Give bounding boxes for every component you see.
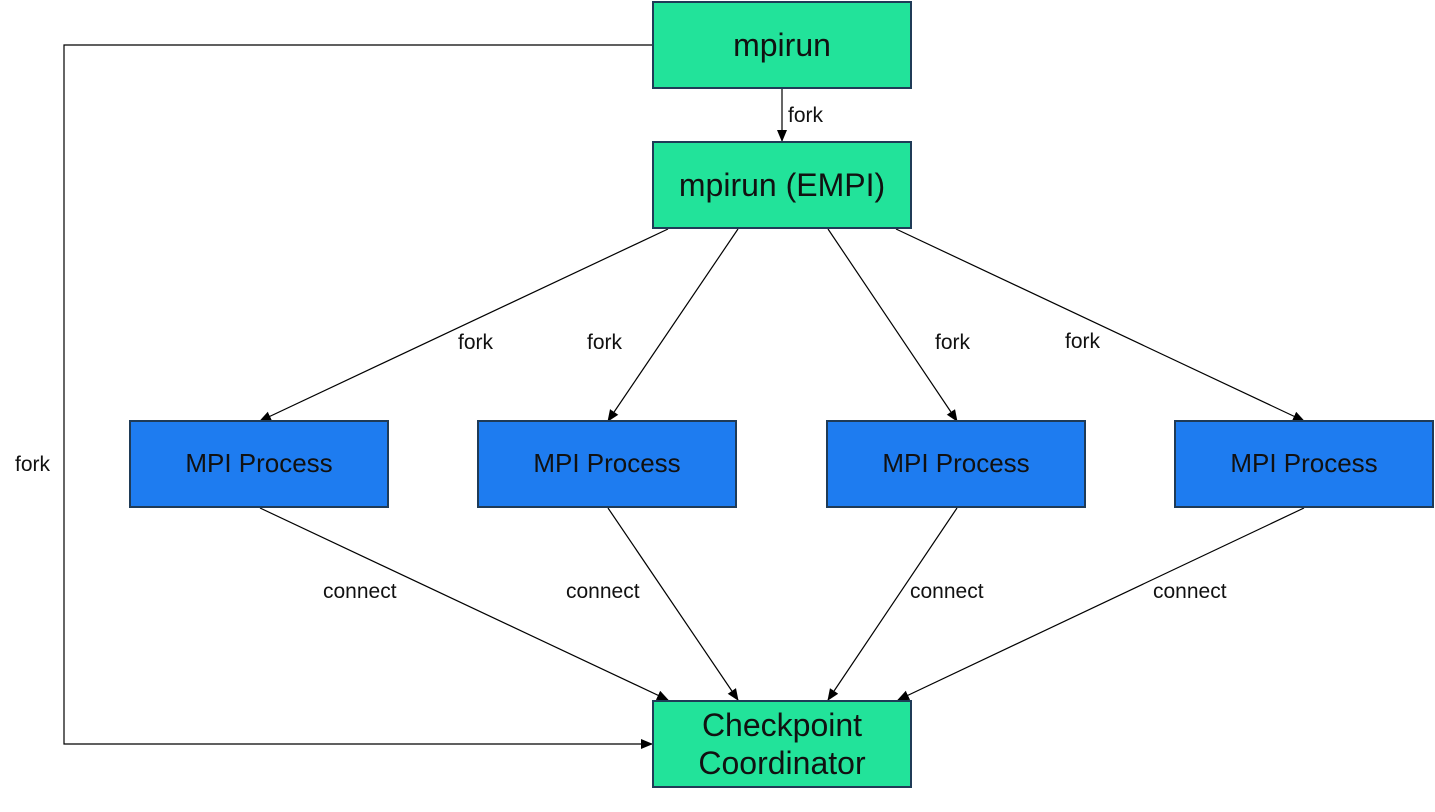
label-empi-to-process-4: fork xyxy=(1065,330,1101,353)
label-empi-to-process-1: fork xyxy=(458,331,494,354)
label-mpirun-to-coordinator: fork xyxy=(15,453,51,476)
label-process-2-to-coordinator: connect xyxy=(566,580,640,603)
checkpoint-coordinator-node-label: Checkpoint Coordinator xyxy=(698,706,866,781)
label-process-1-to-coordinator: connect xyxy=(323,580,397,603)
mpi-process-node-3: MPI Process xyxy=(826,420,1086,508)
label-mpirun-to-empi: fork xyxy=(788,104,824,127)
label-process-3-to-coordinator: connect xyxy=(910,580,984,603)
edge-process-1-to-coordinator xyxy=(259,507,669,701)
checkpoint-coordinator-node: Checkpoint Coordinator xyxy=(652,700,912,788)
edge-process-4-to-coordinator xyxy=(897,507,1305,701)
edge-empi-to-process-1 xyxy=(259,228,669,422)
edge-empi-to-process-2 xyxy=(607,228,739,422)
edge-process-2-to-coordinator xyxy=(607,507,739,701)
mpi-process-node-4: MPI Process xyxy=(1174,420,1434,508)
mpirun-empi-node: mpirun (EMPI) xyxy=(652,141,912,229)
mpi-process-node-1: MPI Process xyxy=(129,420,389,508)
mpi-process-node-2: MPI Process xyxy=(477,420,737,508)
mpirun-empi-node-label: mpirun (EMPI) xyxy=(678,166,886,203)
mpi-process-node-4-label: MPI Process xyxy=(1230,448,1378,479)
label-empi-to-process-2: fork xyxy=(587,331,623,354)
mpirun-node-label: mpirun xyxy=(733,26,831,63)
edge-mpirun-to-coordinator xyxy=(63,44,653,749)
label-empi-to-process-3: fork xyxy=(935,331,971,354)
mpi-process-node-3-label: MPI Process xyxy=(882,448,1030,479)
mpi-process-node-1-label: MPI Process xyxy=(185,448,333,479)
edge-process-3-to-coordinator xyxy=(827,507,958,701)
edge-empi-to-process-4 xyxy=(895,228,1305,422)
mpirun-node: mpirun xyxy=(652,1,912,89)
label-process-4-to-coordinator: connect xyxy=(1153,580,1227,603)
mpi-process-node-2-label: MPI Process xyxy=(533,448,681,479)
edge-empi-to-process-3 xyxy=(827,228,958,422)
